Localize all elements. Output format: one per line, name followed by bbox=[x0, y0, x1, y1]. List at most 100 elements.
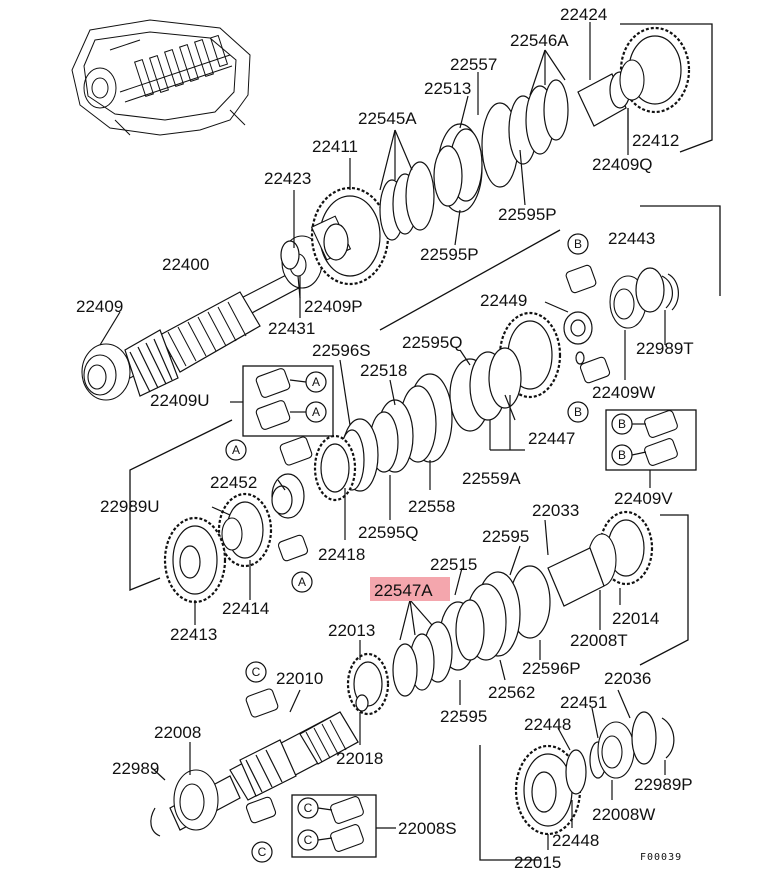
marker-c-2: C bbox=[251, 841, 273, 863]
part-label-22513[interactable]: 22513 bbox=[424, 79, 471, 98]
spacer-22448 bbox=[565, 749, 587, 795]
part-label-22518[interactable]: 22518 bbox=[360, 361, 407, 380]
part-label-22414[interactable]: 22414 bbox=[222, 599, 269, 618]
spacer-22449 bbox=[563, 311, 593, 345]
part-label-22562[interactable]: 22562 bbox=[488, 683, 535, 702]
snap-ring-22989T bbox=[661, 273, 679, 311]
part-label-22010[interactable]: 22010 bbox=[276, 669, 323, 688]
part-label-22545A[interactable]: 22545A bbox=[358, 109, 417, 128]
part-label-22423[interactable]: 22423 bbox=[264, 169, 311, 188]
part-label-22409[interactable]: 22409 bbox=[76, 297, 123, 316]
svg-text:A: A bbox=[312, 375, 320, 389]
needle-bearing-b-top bbox=[565, 264, 597, 294]
part-label-22515[interactable]: 22515 bbox=[430, 555, 477, 574]
gear-22414 bbox=[217, 492, 273, 568]
gear-22418 bbox=[313, 434, 357, 502]
part-label-22559A[interactable]: 22559A bbox=[462, 469, 521, 488]
part-label-22424[interactable]: 22424 bbox=[560, 5, 607, 24]
part-label-22451[interactable]: 22451 bbox=[560, 693, 607, 712]
callout-box-22409U bbox=[230, 365, 334, 437]
callout-box-22409V bbox=[605, 409, 697, 488]
marker-a-2: A bbox=[305, 401, 327, 423]
callout-box-22008S bbox=[291, 794, 396, 858]
svg-text:C: C bbox=[304, 833, 313, 847]
part-label-22015[interactable]: 22015 bbox=[514, 853, 561, 872]
bearing-22409 bbox=[81, 343, 131, 401]
part-label-22013[interactable]: 22013 bbox=[328, 621, 375, 640]
part-label-22412[interactable]: 22412 bbox=[632, 131, 679, 150]
part-label-22448-b[interactable]: 22448 bbox=[552, 831, 599, 850]
part-label-22595P-b[interactable]: 22595P bbox=[420, 245, 479, 264]
svg-text:A: A bbox=[232, 443, 240, 457]
collar-22452 bbox=[271, 473, 305, 519]
marker-c-4: C bbox=[297, 829, 319, 851]
part-label-22989P[interactable]: 22989P bbox=[634, 775, 693, 794]
svg-text:C: C bbox=[252, 665, 261, 679]
part-label-22448[interactable]: 22448 bbox=[524, 715, 571, 734]
part-labels: 22424 22546A 22557 22513 22545A 22411 22… bbox=[76, 5, 694, 872]
part-label-22409P[interactable]: 22409P bbox=[304, 297, 363, 316]
marker-b-4: B bbox=[611, 444, 633, 466]
part-label-22008T[interactable]: 22008T bbox=[570, 631, 628, 650]
part-label-22008W[interactable]: 22008W bbox=[592, 805, 655, 824]
part-label-22033[interactable]: 22033 bbox=[532, 501, 579, 520]
part-label-22595[interactable]: 22595 bbox=[482, 527, 529, 546]
part-label-22431[interactable]: 22431 bbox=[268, 319, 315, 338]
svg-text:B: B bbox=[574, 405, 582, 419]
part-label-22409Q[interactable]: 22409Q bbox=[592, 155, 653, 174]
part-label-22557[interactable]: 22557 bbox=[450, 55, 497, 74]
part-label-22546A[interactable]: 22546A bbox=[510, 31, 569, 50]
part-label-22596P[interactable]: 22596P bbox=[522, 659, 581, 678]
part-label-22595Q[interactable]: 22595Q bbox=[402, 333, 463, 352]
part-label-22400[interactable]: 22400 bbox=[162, 255, 209, 274]
part-label-22409W[interactable]: 22409W bbox=[592, 383, 655, 402]
part-label-22008S[interactable]: 22008S bbox=[398, 819, 457, 838]
part-label-22447[interactable]: 22447 bbox=[528, 429, 575, 448]
bearing-22008W bbox=[597, 721, 635, 779]
part-label-22596S[interactable]: 22596S bbox=[312, 341, 371, 360]
upper-assembly-bracket bbox=[620, 23, 713, 153]
needle-bearing-c-bottom bbox=[245, 796, 277, 824]
part-label-22595P[interactable]: 22595P bbox=[498, 205, 557, 224]
part-label-22989T[interactable]: 22989T bbox=[636, 339, 694, 358]
part-label-22411[interactable]: 22411 bbox=[312, 137, 358, 156]
marker-b-2: B bbox=[567, 401, 589, 423]
part-label-22989[interactable]: 22989 bbox=[112, 759, 159, 778]
washer-22423 bbox=[280, 240, 300, 270]
transmission-housing-thumbnail bbox=[71, 19, 251, 136]
part-label-22409V[interactable]: 22409V bbox=[614, 489, 673, 508]
part-label-22989U[interactable]: 22989U bbox=[100, 497, 160, 516]
needle-bearing-a-lower bbox=[277, 534, 309, 562]
synchro-ring-set-22547A bbox=[392, 621, 453, 697]
part-label-22449[interactable]: 22449 bbox=[480, 291, 527, 310]
part-label-22018[interactable]: 22018 bbox=[336, 749, 383, 768]
marker-a-1: A bbox=[305, 371, 327, 393]
marker-circles: A A A A B B B B C C C C bbox=[225, 233, 633, 863]
part-label-22443[interactable]: 22443 bbox=[608, 229, 655, 248]
part-label-22418[interactable]: 22418 bbox=[318, 545, 365, 564]
input-shaft bbox=[119, 267, 311, 397]
part-label-22595-b[interactable]: 22595 bbox=[440, 707, 487, 726]
second-shaft-bracket-left bbox=[129, 419, 233, 591]
synchro-hub-22513 bbox=[433, 123, 483, 213]
part-label-22014[interactable]: 22014 bbox=[612, 609, 659, 628]
synchro-ring-set-22546A bbox=[481, 79, 569, 188]
marker-c-1: C bbox=[245, 661, 267, 683]
part-label-22547A[interactable]: 22547A bbox=[374, 581, 433, 600]
part-label-22036[interactable]: 22036 bbox=[604, 669, 651, 688]
gear-22015 bbox=[514, 744, 582, 836]
part-label-22008[interactable]: 22008 bbox=[154, 723, 201, 742]
bearing-22443 bbox=[609, 267, 665, 329]
svg-text:A: A bbox=[298, 575, 306, 589]
part-label-22452[interactable]: 22452 bbox=[210, 473, 257, 492]
snap-ring-22989P bbox=[661, 717, 675, 759]
part-label-22413[interactable]: 22413 bbox=[170, 625, 217, 644]
part-label-22409U[interactable]: 22409U bbox=[150, 391, 210, 410]
svg-text:A: A bbox=[312, 405, 320, 419]
marker-a-4: A bbox=[291, 571, 313, 593]
part-label-22595Q-b[interactable]: 22595Q bbox=[358, 523, 419, 542]
part-label-22558[interactable]: 22558 bbox=[408, 497, 455, 516]
washer-22018 bbox=[355, 694, 369, 712]
gear-22413 bbox=[163, 516, 227, 604]
snap-ring-22989 bbox=[150, 807, 161, 837]
